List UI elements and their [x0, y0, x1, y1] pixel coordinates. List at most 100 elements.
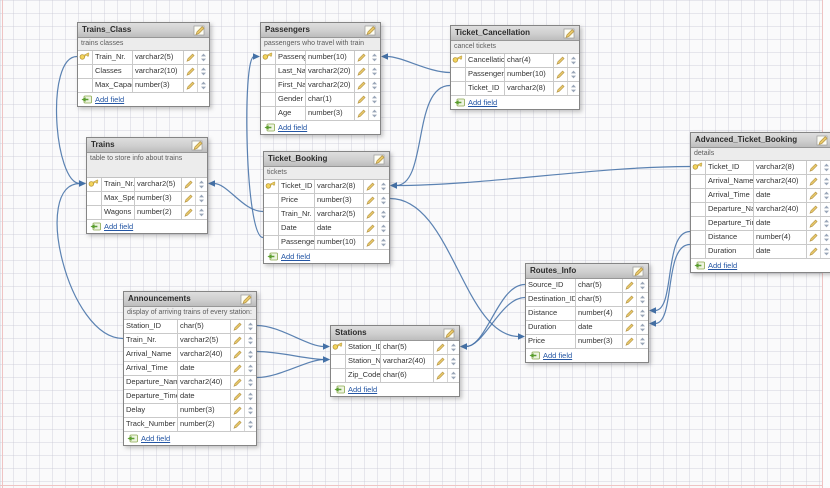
pencil-icon[interactable] — [364, 236, 378, 249]
pencil-icon[interactable] — [231, 404, 245, 417]
pencil-icon[interactable] — [554, 54, 568, 67]
relationship-advanced_ticket_booking-to-routes_info[interactable] — [654, 230, 691, 312]
up-down-icon[interactable] — [821, 189, 830, 202]
table-header[interactable]: Trains — [87, 138, 207, 153]
field-row-Max_Capacity[interactable]: Max_Capacitynumber(3) — [78, 79, 209, 93]
pencil-icon[interactable] — [182, 206, 196, 219]
up-down-icon[interactable] — [378, 236, 389, 249]
up-down-icon[interactable] — [198, 65, 209, 78]
relationship-advanced_ticket_booking-to-ticket_booking[interactable] — [395, 165, 691, 187]
up-down-icon[interactable] — [196, 192, 207, 205]
add-field-link[interactable]: Add field — [281, 252, 311, 261]
up-down-icon[interactable] — [198, 51, 209, 64]
edit-table-icon[interactable] — [563, 28, 576, 39]
field-row-Train_Nr_[interactable]: Train_Nr.varchar2(5) — [124, 334, 256, 348]
pencil-icon[interactable] — [623, 279, 637, 292]
add-field-link[interactable]: Add field — [95, 95, 125, 104]
relationship-ticket_cancellation-to-passengers[interactable] — [386, 55, 451, 74]
pencil-icon[interactable] — [623, 307, 637, 320]
add-field-row[interactable]: Add field — [87, 220, 207, 233]
pencil-icon[interactable] — [807, 245, 821, 258]
pencil-icon[interactable] — [355, 107, 369, 120]
table-header[interactable]: Advanced_Ticket_Booking — [691, 133, 830, 148]
pencil-icon[interactable] — [231, 362, 245, 375]
up-down-icon[interactable] — [568, 82, 579, 95]
add-field-row[interactable]: Add field — [331, 383, 459, 396]
up-down-icon[interactable] — [378, 222, 389, 235]
add-field-row[interactable]: Add field — [691, 259, 830, 272]
pencil-icon[interactable] — [623, 335, 637, 348]
up-down-icon[interactable] — [448, 341, 459, 354]
edit-table-icon[interactable] — [816, 135, 829, 146]
relationship-announcements-to-stations[interactable] — [256, 324, 325, 348]
table-header[interactable]: Announcements — [124, 292, 256, 307]
pencil-icon[interactable] — [182, 178, 196, 191]
pencil-icon[interactable] — [807, 203, 821, 216]
edit-table-icon[interactable] — [443, 328, 456, 339]
add-field-row[interactable]: Add field — [451, 96, 579, 109]
up-down-icon[interactable] — [821, 217, 830, 230]
pencil-icon[interactable] — [364, 194, 378, 207]
relationship-advanced_ticket_booking-to-routes_info[interactable] — [654, 243, 691, 325]
add-field-link[interactable]: Add field — [278, 123, 308, 132]
pencil-icon[interactable] — [807, 189, 821, 202]
up-down-icon[interactable] — [369, 107, 380, 120]
up-down-icon[interactable] — [821, 245, 830, 258]
field-row-Max_Speed[interactable]: Max_Speednumber(3) — [87, 192, 207, 206]
add-field-row[interactable]: Add field — [261, 121, 380, 134]
relationship-ticket_booking-to-trains[interactable] — [213, 182, 264, 213]
add-field-link[interactable]: Add field — [104, 222, 134, 231]
field-row-Passenger_ID[interactable]: Passenger_IDnumber(10) — [264, 236, 389, 250]
relationship-ticket_booking-to-routes_info[interactable] — [389, 197, 520, 338]
relationship-ticket_cancellation-to-ticket_booking[interactable] — [395, 84, 451, 187]
up-down-icon[interactable] — [245, 418, 256, 431]
table-header[interactable]: Ticket_Cancellation — [451, 26, 579, 41]
pencil-icon[interactable] — [807, 231, 821, 244]
pencil-icon[interactable] — [231, 418, 245, 431]
edit-table-icon[interactable] — [373, 154, 386, 165]
field-row-Train_Nr_[interactable]: Train_Nr.varchar2(5) — [78, 51, 209, 65]
pencil-icon[interactable] — [554, 82, 568, 95]
pencil-icon[interactable] — [355, 51, 369, 64]
up-down-icon[interactable] — [196, 178, 207, 191]
up-down-icon[interactable] — [378, 208, 389, 221]
edit-table-icon[interactable] — [364, 25, 377, 36]
add-field-link[interactable]: Add field — [348, 385, 378, 394]
up-down-icon[interactable] — [637, 335, 648, 348]
pencil-icon[interactable] — [355, 65, 369, 78]
pencil-icon[interactable] — [807, 175, 821, 188]
pencil-icon[interactable] — [231, 348, 245, 361]
pencil-icon[interactable] — [231, 390, 245, 403]
add-field-link[interactable]: Add field — [141, 434, 171, 443]
table-header[interactable]: Stations — [331, 326, 459, 341]
pencil-icon[interactable] — [364, 180, 378, 193]
up-down-icon[interactable] — [448, 369, 459, 382]
relationship-announcements-to-stations[interactable] — [256, 358, 325, 379]
pencil-icon[interactable] — [182, 192, 196, 205]
add-field-link[interactable]: Add field — [708, 261, 738, 270]
up-down-icon[interactable] — [378, 194, 389, 207]
up-down-icon[interactable] — [821, 231, 830, 244]
